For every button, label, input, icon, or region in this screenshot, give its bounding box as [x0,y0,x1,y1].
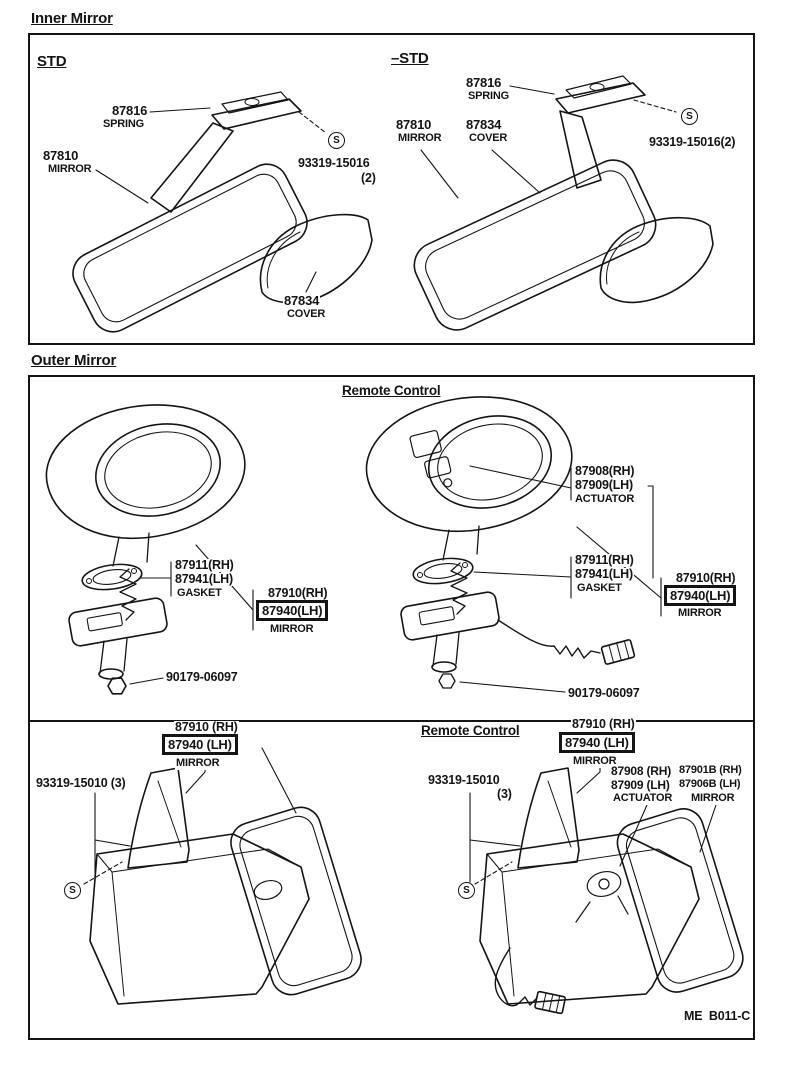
inner-nonstd-leaders [420,85,677,199]
part-name-cover: COVER [468,132,509,145]
part-number-gasket-lh: 87941(LH) [174,572,234,587]
part-qty-screw: (2) [360,171,377,186]
inner-mirror-heading: Inner Mirror [30,10,114,27]
part-number-mirror2-rh: 87901B (RH) [678,764,743,777]
inner-nonstd-drawing [413,75,714,331]
screw-s-marker-icon: S [681,108,698,125]
outer-remote-leaders [459,465,662,693]
part-number-screw: 93319-15010 [427,773,501,788]
inner-mirror-panel [28,33,755,345]
part-number-screw: 93319-15016 [297,156,371,171]
screw-s-marker-icon: S [458,882,475,899]
part-number-mirror: 87810 [395,117,433,132]
part-name-actuator: ACTUATOR [574,493,636,506]
part-number-cover: 87834 [283,293,321,308]
highlighted-part-number-mirror-lh: 87940 (LH) [162,734,238,755]
part-number-gasket-rh: 87911(RH) [174,558,235,573]
part-qty-screw: (3) [496,787,513,802]
part-number-actuator-rh: 87908 (RH) [610,764,673,778]
part-name-gasket: GASKET [576,582,623,595]
part-number-actuator-rh: 87908(RH) [574,464,636,479]
screw-s-marker-icon: S [328,132,345,149]
part-name-mirror2: MIRROR [690,792,736,805]
highlighted-part-number-mirror-lh: 87940(LH) [256,600,329,621]
door-mirror-panel [28,722,755,1040]
part-number-mirror-rh: 87910(RH) [675,571,737,586]
part-number-mirror-rh: 87910(RH) [267,586,329,601]
part-name-cover: COVER [286,308,327,321]
part-name-gasket: GASKET [176,587,223,600]
inner-std-leaders [95,107,327,293]
door-remote-drawing [479,767,744,1015]
part-number-mirror2-lh: 87906B (LH) [678,778,742,791]
part-number-actuator-lh: 87909 (LH) [610,778,671,792]
part-number-screw: 93319-15010 (3) [35,776,127,791]
part-number-nut: 90179-06097 [165,670,239,685]
part-number-actuator-lh: 87909(LH) [574,478,634,493]
part-name-mirror: MIRROR [175,757,221,770]
part-name-mirror: MIRROR [269,623,315,636]
highlighted-part-number-mirror-lh: 87940 (LH) [559,732,635,753]
part-name-actuator: ACTUATOR [612,792,674,805]
highlighted-part-number-mirror-lh: 87940(LH) [664,585,737,606]
part-number-nut: 90179-06097 [567,686,641,701]
part-number-mirror-rh: 87910 (RH) [571,717,636,732]
part-name-spring: SPRING [467,90,510,103]
outer-mirror-panel [28,375,755,722]
part-number-mirror: 87810 [42,148,80,163]
part-name-spring: SPRING [102,118,145,131]
outer-manual-drawing [45,404,246,695]
part-number-screw: 93319-15016(2) [648,135,737,150]
part-number-cover: 87834 [465,117,503,132]
part-number-spring: 87816 [465,75,503,90]
inner-nonstd-title: –STD [390,50,430,67]
inner-std-title: STD [36,53,68,70]
part-number-gasket-rh: 87911(RH) [574,553,635,568]
outer-remote-drawing [365,396,636,689]
part-name-mirror: MIRROR [677,607,723,620]
figure-code: ME B011-C [683,1009,752,1024]
part-name-mirror: MIRROR [397,132,443,145]
inner-std-drawing [72,91,373,333]
part-name-mirror: MIRROR [47,163,93,176]
part-number-spring: 87816 [111,103,149,118]
door-manual-drawing [89,767,362,1005]
part-number-gasket-lh: 87941(LH) [574,567,634,582]
part-number-mirror-rh: 87910 (RH) [174,720,239,735]
remote-control-title: Remote Control [420,723,521,738]
remote-control-title: Remote Control [341,383,442,398]
door-manual-leaders [83,747,297,885]
part-name-mirror: MIRROR [572,755,618,768]
outer-mirror-heading: Outer Mirror [30,352,118,369]
screw-s-marker-icon: S [64,882,81,899]
